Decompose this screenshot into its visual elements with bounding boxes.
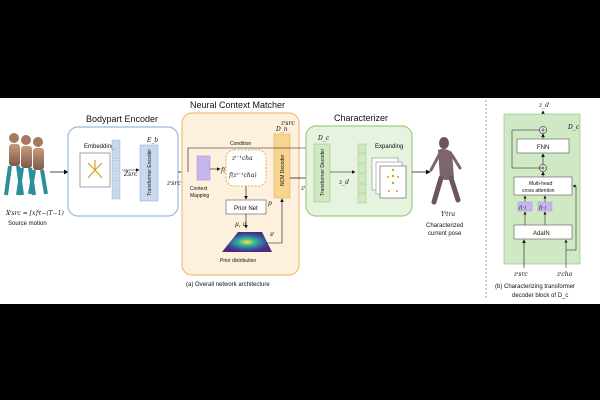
context-mapping-label-2: Mapping [190,193,209,199]
characterized-pose-figure [429,137,462,205]
caption-b-1: (b) Characterizing transformer [495,284,575,290]
characterizer-title: Characterizer [334,113,388,123]
d-c-label: D_c [317,135,330,142]
f-dot-label: f(·) [220,167,230,174]
transformer-decoder-block [313,143,331,203]
right-z-d-top: z_d [538,102,549,109]
embedding-token-stack [111,139,121,200]
embedding-label: Embedding [84,144,114,150]
condition-label: Condition [230,141,251,147]
transformer-decoder-label: Transformer Decoder [320,148,326,196]
bodypart-encoder-title: Bodypart Encoder [86,114,158,124]
mha-label-2: cross attention [522,188,555,194]
f-left-label: f(·) [518,204,526,211]
prior-net-label: Prior Net [234,206,258,212]
right-z-cha: zⁱcha [556,271,573,278]
context-mapping-block [196,155,211,181]
caption-a: (a) Overall network architecture [186,282,270,288]
characterizer-token-stack [357,143,367,204]
z-d-label: z_d [338,179,349,186]
fnn-box [516,138,570,154]
prior-distribution-label: Prior distribution [220,258,256,264]
output-label-1: Characterized [426,223,463,229]
output-math: Yⁱtra [441,211,455,218]
ncm-decoder-block [273,133,291,199]
bottom-black-band [0,304,600,400]
caption-b-2: decoder block of D_c [512,293,568,299]
expanding-label: Expanding [375,144,403,150]
adain-box [513,224,573,240]
prior-distribution-plot [222,232,272,252]
transformer-encoder-label: Transformer Encoder [147,149,153,196]
source-motion-figures [4,133,48,196]
f-z-cha-label: f(zⁱ⁻¹cha) [228,172,257,179]
ncm-decoder-label: NCM Decoder [280,154,286,186]
mha-label-1: Multi-head [529,181,553,187]
fnn-label: FNN [537,145,549,151]
right-z-src: zⁱsrc [513,271,528,278]
output-label-2: current pose [428,231,462,237]
d-n-label: D_n [275,126,288,133]
mha-box [513,176,573,196]
ncm-box [181,112,300,276]
top-black-band [0,0,600,98]
skeleton-star-icon [87,160,103,179]
f-right-label: f(·) [538,204,546,211]
mu-sigma-label: μ, σ [235,221,248,228]
transformer-encoder-block [139,144,159,202]
source-motion-label: Source motion [8,221,47,227]
adain-label: AdaIN [533,231,550,237]
pose-skeleton-icon [387,168,399,192]
context-mapping-label-1: Context [190,186,208,192]
z-cha-prev-label: zⁱ⁻¹cha [231,155,253,162]
z-src-top-label: zⁱsrc [280,120,295,127]
source-motion-math: Xⁱsrc = [x]ⁱt−(T−1) [5,210,65,217]
p-label: p [268,200,272,207]
e-b-label: E_b [146,137,158,144]
z-src-main-label: zⁱsrc [166,180,181,187]
s-i-label: sⁱ [270,231,275,238]
e-src-label: Ẑsrc [123,170,138,178]
right-d-c-label: D_c [567,124,580,131]
ncm-title: Neural Context Matcher [190,100,285,110]
